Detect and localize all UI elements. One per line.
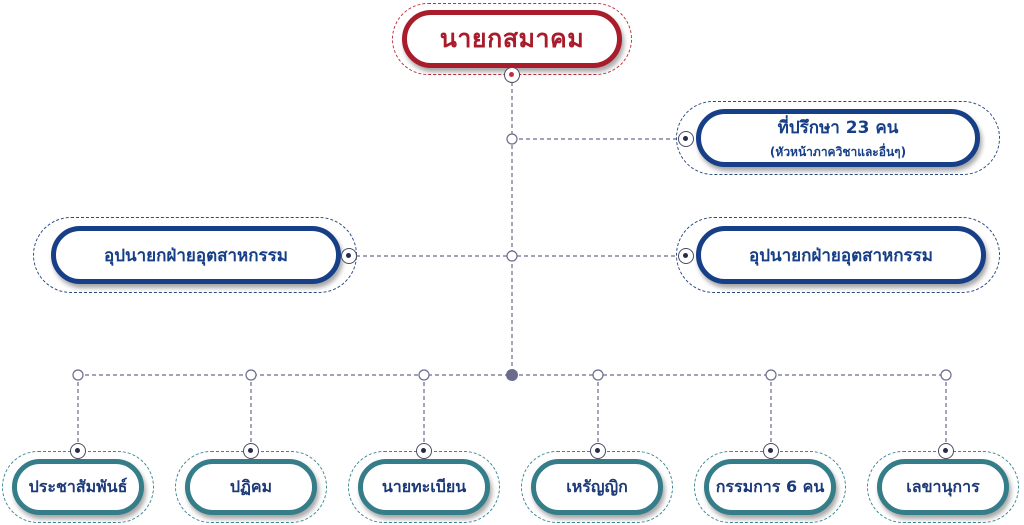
- junction-main: [506, 369, 518, 381]
- vice-president-left-node: อุปนายกฝ่ายอุตสาหกรรม: [33, 217, 357, 293]
- committee-label: เลขานุการ: [906, 476, 980, 496]
- vice-president-right-node: อุปนายกฝ่ายอุตสาหกรรม: [676, 217, 1000, 293]
- committee-node-board: กรรมการ 6 คน: [694, 451, 846, 523]
- committee-node-pr: ประชาสัมพันธ์: [2, 451, 154, 523]
- committee-label: นายทะเบียน: [381, 476, 467, 496]
- committee-port-2: [243, 443, 259, 459]
- committee-pill: ประชาสัมพันธ์: [12, 459, 144, 515]
- junction-drop-3: [418, 369, 430, 381]
- root-node: นายกสมาคม: [392, 3, 632, 75]
- committee-pill: ปฏิคม: [185, 459, 317, 515]
- committee-port-1: [70, 443, 86, 459]
- committee-port-6: [938, 443, 954, 459]
- committee-label: ปฏิคม: [229, 476, 273, 496]
- advisor-pill: ที่ปรึกษา 23 คน (หัวหน้าภาควิชาและอื่นๆ): [696, 109, 980, 167]
- vice-right-halo: [676, 217, 1000, 293]
- vice-right-label: อุปนายกฝ่ายอุตสาหกรรม: [748, 245, 934, 266]
- advisor-port: [678, 131, 694, 147]
- committee-port-3: [416, 443, 432, 459]
- vice-right-pill: อุปนายกฝ่ายอุตสาหกรรม: [696, 226, 986, 284]
- vice-left-pill: อุปนายกฝ่ายอุตสาหกรรม: [51, 226, 341, 284]
- junction-drop-6: [940, 369, 952, 381]
- advisor-title: ที่ปรึกษา 23 คน: [777, 118, 899, 138]
- root-pill: นายกสมาคม: [402, 10, 622, 68]
- committee-node-treasurer: เหรัญญิก: [521, 451, 673, 523]
- root-port: [504, 67, 520, 83]
- vice-right-port: [678, 248, 694, 264]
- advisor-subtitle: (หัวหน้าภาควิชาและอื่นๆ): [769, 145, 907, 159]
- committee-label: กรรมการ 6 คน: [715, 476, 825, 496]
- root-label: นายกสมาคม: [439, 24, 585, 53]
- committee-label: ประชาสัมพันธ์: [28, 476, 128, 496]
- advisor-node: ที่ปรึกษา 23 คน (หัวหน้าภาควิชาและอื่นๆ): [676, 101, 1000, 175]
- junction-drop-4: [592, 369, 604, 381]
- committee-port-4: [590, 443, 606, 459]
- vice-left-port: [341, 248, 357, 264]
- junction-drop-2: [245, 369, 257, 381]
- committee-pill: เหรัญญิก: [531, 459, 663, 515]
- committee-pill: เลขานุการ: [877, 459, 1009, 515]
- junction-drop-1: [72, 369, 84, 381]
- committee-label: เหรัญญิก: [566, 476, 628, 496]
- junction-vp: [506, 250, 518, 262]
- committee-node-secretary: เลขานุการ: [867, 451, 1019, 523]
- committee-pill: นายทะเบียน: [358, 459, 490, 515]
- junction-advisor: [506, 133, 518, 145]
- committee-pill: กรรมการ 6 คน: [704, 459, 836, 515]
- committee-port-5: [763, 443, 779, 459]
- committee-node-registrar: นายทะเบียน: [348, 451, 500, 523]
- committee-node-reception: ปฏิคม: [175, 451, 327, 523]
- junction-drop-5: [765, 369, 777, 381]
- advisor-halo: [676, 101, 1000, 175]
- vice-left-label: อุปนายกฝ่ายอุตสาหกรรม: [103, 245, 289, 266]
